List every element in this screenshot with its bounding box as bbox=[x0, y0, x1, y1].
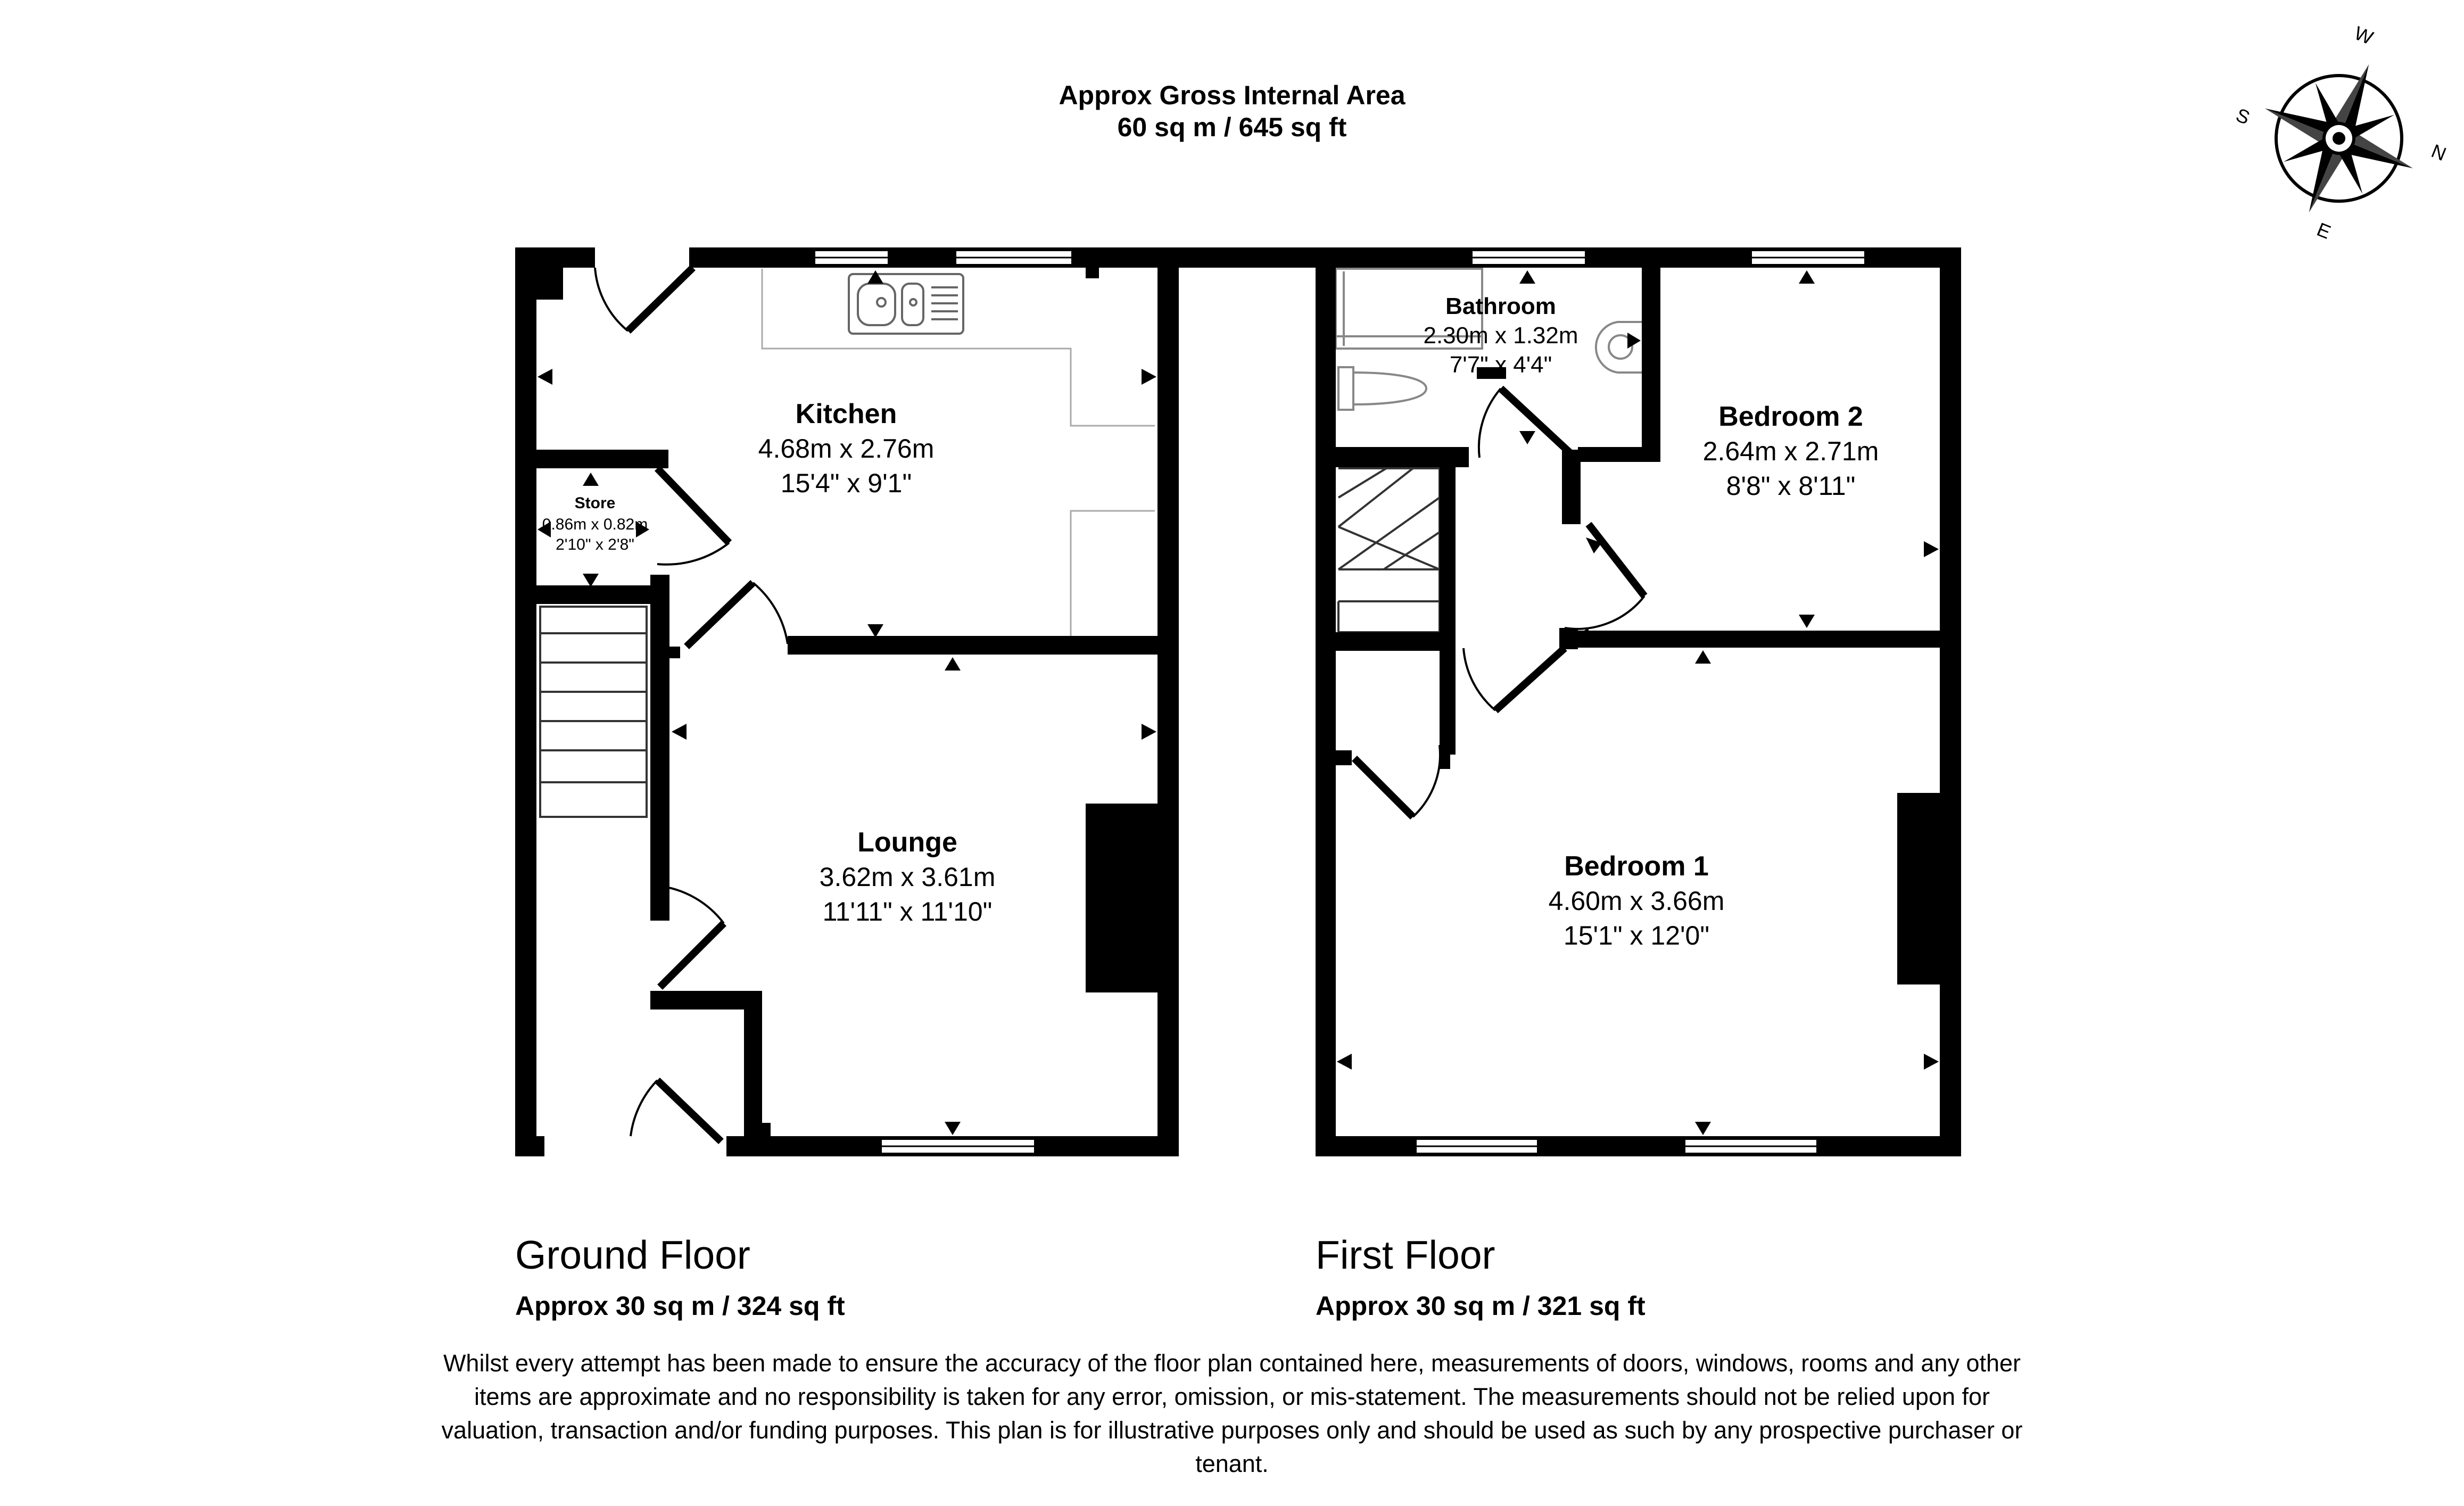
room-bedroom-1: Bedroom 1 4.60m x 3.66m 15'1" x 12'0" bbox=[1549, 851, 1725, 950]
first-floor-doors bbox=[1352, 385, 1648, 820]
ground-floor-area: Approx 30 sq m / 324 sq ft bbox=[515, 1291, 845, 1321]
room-lounge: Lounge 3.62m x 3.61m 11'11" x 11'10" bbox=[820, 827, 996, 926]
compass-east-label: E bbox=[2314, 218, 2334, 243]
first-floor-windows bbox=[1415, 249, 1866, 1155]
room-metric: 3.62m x 3.61m bbox=[820, 862, 996, 892]
room-imperial: 15'4" x 9'1" bbox=[781, 468, 912, 498]
room-name: Store bbox=[575, 494, 616, 512]
ground-floor-walls bbox=[515, 247, 1700, 1156]
basin-icon bbox=[1594, 321, 1642, 374]
ground-floor-plan bbox=[515, 247, 1700, 1156]
ground-floor-windows bbox=[813, 249, 1073, 1155]
room-name: Bathroom bbox=[1445, 293, 1556, 319]
room-metric: 2.64m x 2.71m bbox=[1703, 436, 1879, 466]
room-kitchen: Kitchen 4.68m x 2.76m 15'4" x 9'1" bbox=[758, 399, 935, 498]
room-imperial: 2'10" x 2'8" bbox=[556, 536, 634, 553]
toilet-icon bbox=[1337, 366, 1428, 411]
room-bedroom-2: Bedroom 2 2.64m x 2.71m 8'8" x 8'11" bbox=[1703, 401, 1879, 501]
compass-north-label: N bbox=[2428, 140, 2449, 166]
room-name: Bedroom 2 bbox=[1718, 401, 1863, 432]
ground-floor-title: Ground Floor bbox=[515, 1232, 750, 1277]
compass-west-label: W bbox=[2351, 22, 2376, 49]
gross-area-value: 60 sq m / 645 sq ft bbox=[1117, 112, 1347, 142]
disclaimer-text: Whilst every attempt has been made to en… bbox=[441, 1350, 2023, 1477]
first-floor-title: First Floor bbox=[1316, 1232, 1495, 1277]
room-metric: 0.86m x 0.82m bbox=[542, 516, 648, 533]
first-floor-plan bbox=[1316, 247, 1961, 1156]
room-metric: 2.30m x 1.32m bbox=[1423, 322, 1578, 349]
kitchen-worktop-lower bbox=[1070, 510, 1155, 639]
room-store: Store 0.86m x 0.82m 2'10" x 2'8" bbox=[542, 494, 648, 553]
room-bathroom: Bathroom 2.30m x 1.32m 7'7" x 4'4" bbox=[1423, 293, 1578, 378]
ground-floor-dimension-markers bbox=[538, 270, 1156, 1135]
room-imperial: 8'8" x 8'11" bbox=[1726, 471, 1856, 501]
room-imperial: 7'7" x 4'4" bbox=[1450, 352, 1552, 378]
first-floor-dimension-markers bbox=[1337, 270, 1939, 1135]
first-floor-stairs-icon bbox=[1337, 467, 1441, 633]
compass-south-label: S bbox=[2233, 104, 2253, 129]
room-imperial: 15'1" x 12'0" bbox=[1564, 921, 1709, 950]
compass-icon bbox=[2264, 64, 2413, 213]
kitchen-worktop bbox=[761, 269, 1155, 427]
room-imperial: 11'11" x 11'10" bbox=[823, 897, 993, 926]
room-name: Lounge bbox=[857, 827, 957, 858]
ground-floor-doors bbox=[594, 264, 789, 1145]
ground-floor-stairs-icon bbox=[539, 606, 648, 818]
first-floor-walls bbox=[1316, 247, 1961, 1156]
room-name: Bedroom 1 bbox=[1564, 851, 1709, 882]
first-floor-area: Approx 30 sq m / 321 sq ft bbox=[1316, 1291, 1646, 1321]
room-metric: 4.68m x 2.76m bbox=[758, 434, 935, 464]
room-name: Kitchen bbox=[796, 399, 897, 429]
room-metric: 4.60m x 3.66m bbox=[1549, 886, 1725, 916]
gross-area-heading: Approx Gross Internal Area bbox=[1059, 80, 1405, 110]
kitchen-sink-icon bbox=[848, 273, 964, 335]
